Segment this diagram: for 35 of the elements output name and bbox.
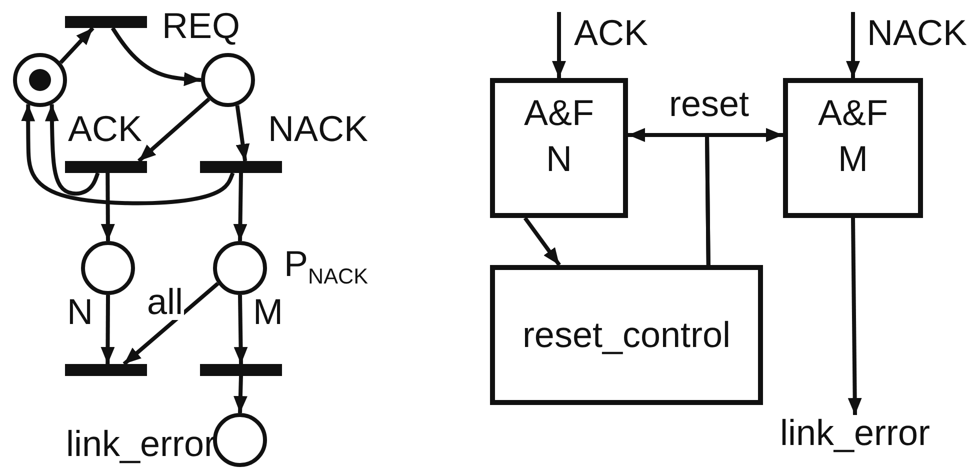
arrow	[235, 105, 250, 162]
transition-bar	[200, 364, 282, 376]
node-label: ACK	[68, 111, 142, 147]
arrow	[137, 98, 210, 162]
box-label: N	[546, 141, 572, 177]
place-circle	[201, 53, 255, 107]
box-label: M	[838, 141, 868, 177]
arrow	[100, 294, 115, 364]
node-label: REQ	[162, 8, 240, 44]
arrow	[552, 12, 566, 78]
arrow	[234, 294, 248, 364]
arrow	[100, 172, 115, 242]
arrow	[122, 282, 220, 366]
signal-label: link_error	[775, 415, 935, 457]
process-box	[490, 265, 763, 405]
process-box	[490, 78, 628, 218]
arrow	[44, 104, 100, 196]
box-label: reset_control	[522, 317, 731, 353]
place-circle	[13, 53, 67, 107]
arrow	[523, 216, 561, 266]
box-label: A&F	[524, 95, 594, 131]
transition-bar	[65, 364, 147, 376]
process-box	[783, 78, 923, 218]
node-label: link_error	[66, 426, 216, 462]
arrow	[59, 26, 94, 64]
arrow	[21, 104, 235, 206]
arrow	[846, 12, 860, 78]
box-label: A&F	[818, 95, 888, 131]
arrow	[110, 26, 202, 86]
arrow	[848, 218, 862, 416]
arrow	[233, 172, 248, 242]
node-label: NACK	[268, 111, 368, 147]
arrow	[233, 376, 248, 414]
arrow	[704, 128, 783, 266]
node-label: P$_{NACK}$	[284, 246, 368, 288]
